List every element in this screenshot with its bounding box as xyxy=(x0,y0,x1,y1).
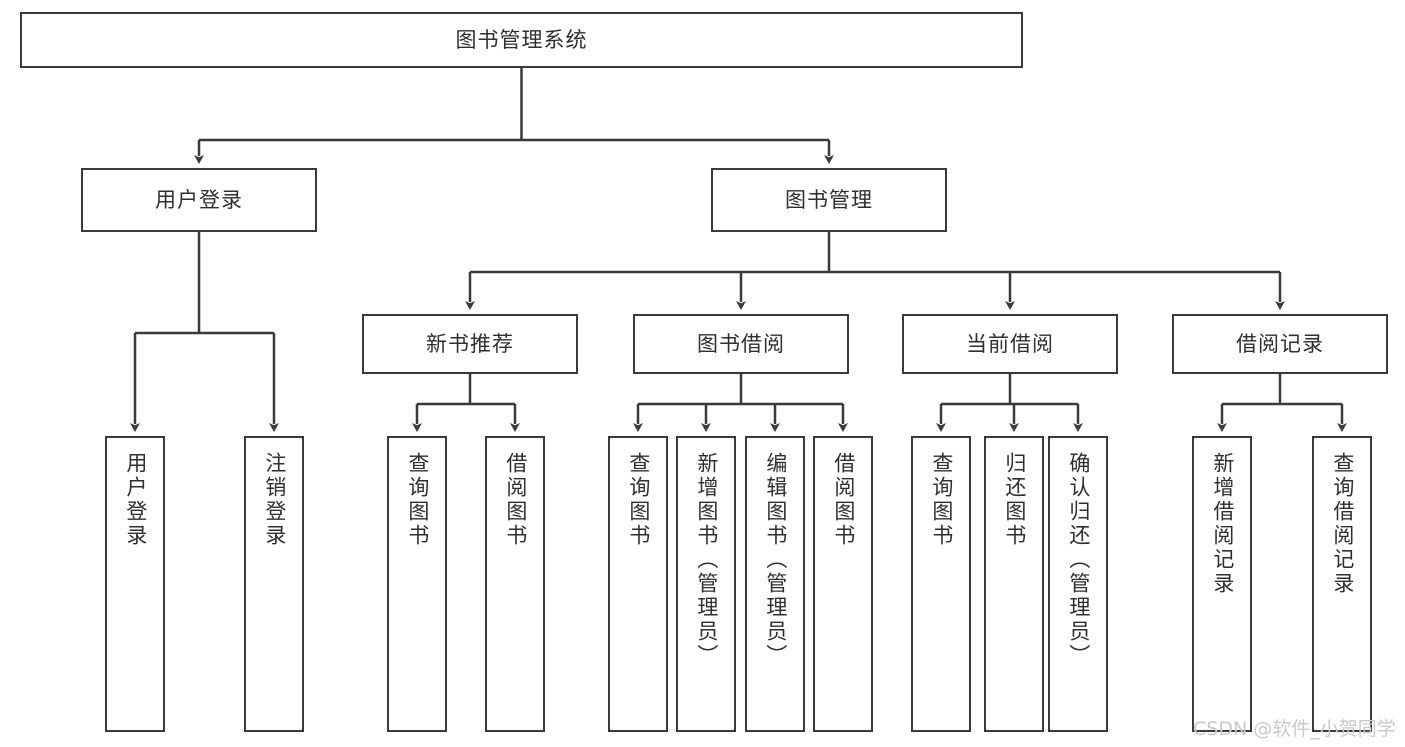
node-bookmgmt[interactable]: 图书管理 xyxy=(711,168,947,232)
node-label: 确认归还（管理员） xyxy=(1066,452,1091,668)
node-login[interactable]: 用户登录 xyxy=(81,168,317,232)
node-records[interactable]: 借阅记录 xyxy=(1172,314,1388,374)
node-label: 图书管理系统 xyxy=(455,27,588,52)
node-l_cu_query[interactable]: 查询图书 xyxy=(911,436,971,732)
node-l_bo_edit[interactable]: 编辑图书（管理员） xyxy=(745,436,805,732)
node-borrow[interactable]: 图书借阅 xyxy=(633,314,849,374)
node-label: 新增借阅记录 xyxy=(1210,452,1235,596)
node-label: 新书推荐 xyxy=(426,331,514,356)
node-l_re_query[interactable]: 查询借阅记录 xyxy=(1312,436,1372,732)
node-label: 查询图书 xyxy=(626,452,651,548)
node-current[interactable]: 当前借阅 xyxy=(902,314,1118,374)
node-label: 归还图书 xyxy=(1002,452,1027,548)
node-label: 编辑图书（管理员） xyxy=(763,452,788,668)
node-l_bo_add[interactable]: 新增图书（管理员） xyxy=(676,436,736,732)
node-label: 当前借阅 xyxy=(966,331,1054,356)
node-l_nb_query[interactable]: 查询图书 xyxy=(387,436,447,732)
node-l_logout[interactable]: 注销登录 xyxy=(244,436,304,732)
node-l_re_add[interactable]: 新增借阅记录 xyxy=(1192,436,1252,732)
node-label: 注销登录 xyxy=(262,452,287,548)
node-label: 图书管理 xyxy=(785,187,873,212)
node-label: 用户登录 xyxy=(123,452,148,548)
node-label: 借阅记录 xyxy=(1236,331,1324,356)
node-l_cu_conf[interactable]: 确认归还（管理员） xyxy=(1048,436,1108,732)
node-label: 用户登录 xyxy=(155,187,243,212)
node-l_nb_borrow[interactable]: 借阅图书 xyxy=(485,436,545,732)
node-l_bo_query[interactable]: 查询图书 xyxy=(608,436,668,732)
node-label: 借阅图书 xyxy=(831,452,856,548)
node-label: 图书借阅 xyxy=(697,331,785,356)
csdn-watermark: CSDN @软件_小贺同学 xyxy=(1193,718,1396,740)
node-l_userlogin[interactable]: 用户登录 xyxy=(105,436,165,732)
node-newbook[interactable]: 新书推荐 xyxy=(362,314,578,374)
node-label: 查询图书 xyxy=(405,452,430,548)
node-l_bo_borrow[interactable]: 借阅图书 xyxy=(813,436,873,732)
node-l_cu_return[interactable]: 归还图书 xyxy=(984,436,1044,732)
node-label: 查询借阅记录 xyxy=(1330,452,1355,596)
node-label: 借阅图书 xyxy=(503,452,528,548)
node-root[interactable]: 图书管理系统 xyxy=(20,12,1023,68)
node-label: 查询图书 xyxy=(929,452,954,548)
node-label: 新增图书（管理员） xyxy=(694,452,719,668)
